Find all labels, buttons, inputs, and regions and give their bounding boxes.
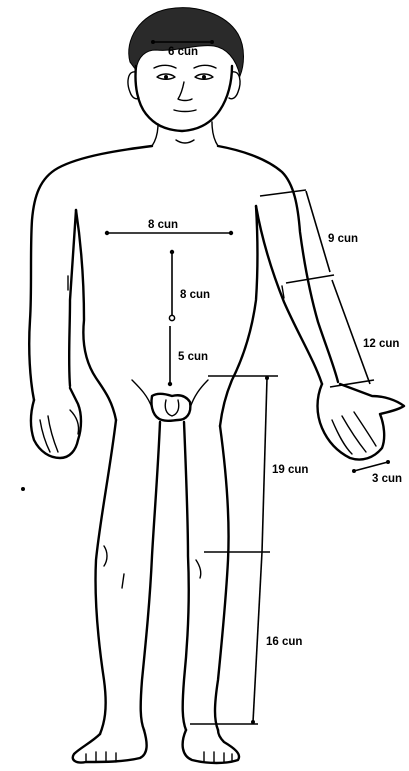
thigh-label: 19 cun bbox=[272, 464, 308, 476]
neck-left bbox=[152, 124, 158, 146]
head bbox=[128, 8, 244, 131]
right-hand bbox=[318, 384, 405, 460]
left-finger-2 bbox=[48, 416, 58, 452]
left-pupil bbox=[164, 75, 168, 79]
left-foot bbox=[73, 730, 147, 763]
hand-width-label: 3 cun bbox=[372, 473, 402, 485]
left-shoulder-outline bbox=[29, 146, 152, 400]
hand-width-end-right bbox=[386, 460, 390, 464]
left-shin-mark bbox=[122, 574, 124, 588]
genital-outline bbox=[151, 394, 190, 421]
navel-marker bbox=[169, 315, 174, 320]
upper-abdomen-top bbox=[170, 250, 174, 254]
measurement-labels: 6 cun 8 cun 8 cun 5 cun 9 cun 12 cun 3 c… bbox=[148, 46, 402, 648]
legs bbox=[95, 420, 228, 734]
right-pupil bbox=[202, 75, 206, 79]
left-torso-side bbox=[76, 210, 116, 420]
upper-arm-line bbox=[306, 191, 330, 272]
left-leg-inner bbox=[141, 422, 160, 730]
forearm-label: 12 cun bbox=[363, 338, 399, 350]
right-toes bbox=[204, 752, 232, 762]
lower-abdomen-bottom bbox=[168, 382, 172, 386]
thigh-top bbox=[265, 376, 269, 380]
head-width-end-left bbox=[151, 40, 155, 44]
thigh-line bbox=[262, 378, 267, 552]
lower-abdomen-label: 5 cun bbox=[178, 351, 208, 363]
left-eyebrow bbox=[154, 65, 176, 68]
upper-arm-label: 9 cun bbox=[328, 233, 358, 245]
left-thumb bbox=[70, 410, 79, 434]
right-leg-inner bbox=[183, 422, 189, 730]
hand-width-line bbox=[354, 462, 388, 471]
torso bbox=[29, 122, 338, 426]
head-width-label: 6 cun bbox=[168, 46, 198, 58]
groin-left bbox=[132, 380, 152, 408]
hand-width-end-left bbox=[352, 469, 356, 473]
nose bbox=[178, 82, 192, 101]
left-inner-arm bbox=[69, 210, 76, 386]
right-knee-mark bbox=[196, 560, 201, 578]
feet bbox=[73, 730, 239, 763]
print-speck bbox=[21, 487, 25, 491]
throat bbox=[176, 140, 194, 143]
lower-leg-label: 16 cun bbox=[266, 636, 302, 648]
chest-width-label: 8 cun bbox=[148, 219, 178, 231]
face-outline bbox=[135, 66, 232, 131]
mouth bbox=[174, 110, 196, 112]
right-foot bbox=[183, 730, 239, 763]
shoulder-tick bbox=[260, 190, 306, 196]
forearm-line bbox=[332, 280, 370, 384]
right-leg-outer bbox=[215, 426, 229, 730]
lower-leg-line bbox=[253, 552, 262, 722]
neck-right bbox=[212, 122, 218, 146]
right-shoulder-outline bbox=[218, 146, 338, 382]
left-hand bbox=[31, 388, 81, 458]
chest-width-end-left bbox=[105, 231, 109, 235]
elbow-tick bbox=[286, 275, 334, 283]
genital-inner bbox=[165, 400, 179, 416]
right-eyebrow bbox=[194, 65, 216, 68]
upper-abdomen-label: 8 cun bbox=[180, 289, 210, 301]
left-finger-1 bbox=[40, 420, 50, 452]
right-torso-side bbox=[220, 206, 258, 426]
left-leg-outer bbox=[95, 420, 116, 734]
left-knee-mark bbox=[104, 546, 107, 566]
chest-width-end-right bbox=[229, 231, 233, 235]
groin-right bbox=[190, 380, 208, 408]
head-width-end-right bbox=[210, 40, 214, 44]
